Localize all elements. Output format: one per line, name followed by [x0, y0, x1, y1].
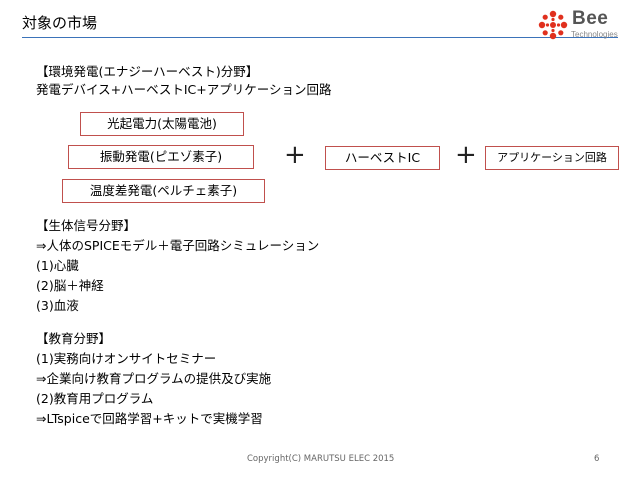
- page-number: 6: [594, 454, 600, 464]
- harvest-ic-box: ハーベストIC: [325, 146, 440, 170]
- device-box-piezo: 振動発電(ピエゾ素子): [68, 145, 254, 169]
- bio-line-3: (2)脳＋神経: [36, 278, 104, 293]
- flower-icon: [538, 10, 568, 40]
- slide-title: 対象の市場: [22, 14, 98, 32]
- title-rule: [22, 37, 618, 38]
- logo-tagline: Technologies: [571, 30, 618, 39]
- bio-line-4: (3)血液: [36, 298, 79, 313]
- device-box-solar: 光起電力(太陽電池): [80, 112, 244, 136]
- app-circuit-box: アプリケーション回路: [485, 146, 619, 170]
- plus-sign-2: +: [455, 140, 477, 170]
- bio-line-2: (1)心臓: [36, 258, 79, 273]
- bio-heading: 【生体信号分野】: [36, 218, 137, 233]
- footer-copyright: Copyright(C) MARUTSU ELEC 2015: [247, 454, 395, 464]
- bio-line-1: ⇒人体のSPICEモデル＋電子回路シミュレーション: [36, 238, 320, 253]
- edu-heading: 【教育分野】: [36, 331, 112, 346]
- edu-line-3: (2)教育用プログラム: [36, 391, 154, 406]
- bee-logo: Bee Technologies: [537, 8, 633, 42]
- edu-line-1: (1)実務向けオンサイトセミナー: [36, 351, 217, 366]
- plus-sign-1: +: [284, 140, 306, 170]
- device-box-peltier: 温度差発電(ペルチェ素子): [62, 179, 265, 203]
- energy-subheading: 発電デバイス+ハーベストIC+アプリケーション回路: [36, 82, 332, 97]
- energy-heading: 【環境発電(エナジーハーベスト)分野】: [36, 64, 259, 79]
- logo-brand: Bee: [572, 8, 609, 29]
- edu-line-4: ⇒LTspiceで回路学習+キットで実機学習: [36, 411, 263, 426]
- edu-line-2: ⇒企業向け教育プログラムの提供及び実施: [36, 371, 272, 386]
